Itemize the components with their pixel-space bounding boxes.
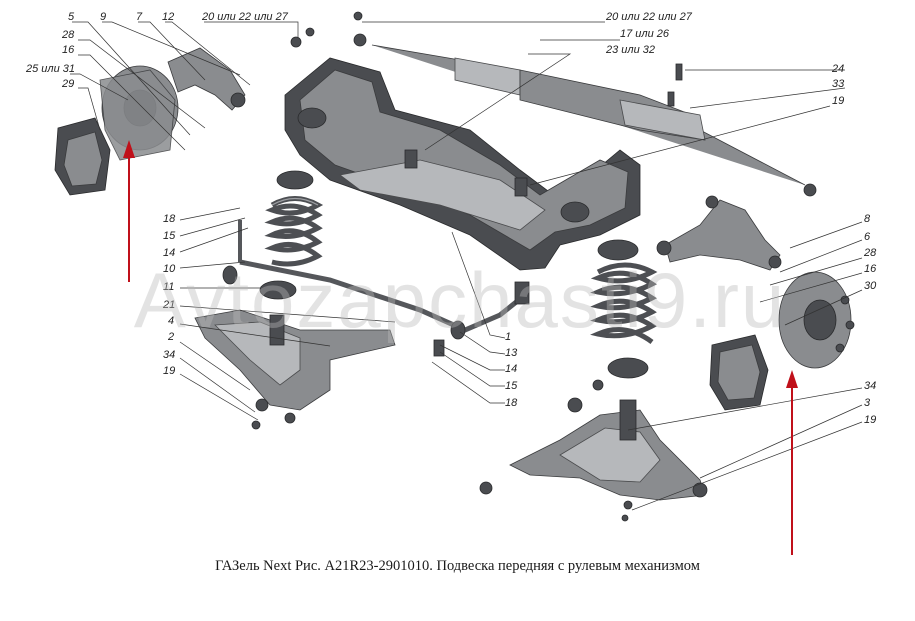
callout-1: 1	[505, 331, 511, 343]
callout-12: 12	[162, 11, 174, 23]
stabilizer-bar	[222, 220, 530, 357]
callout-18-mid: 18	[505, 397, 518, 409]
callout-19-left: 19	[163, 365, 175, 377]
lower-arm-right	[479, 397, 708, 522]
figure-caption: ГАЗель Next Рис. А21R23-2901010. Подвеск…	[215, 558, 700, 574]
callout-18-left: 18	[163, 213, 176, 225]
callout-20-top-right: 20 или 22 или 27	[605, 11, 693, 23]
callout-33: 33	[832, 78, 845, 90]
callout-20-top-left: 20 или 22 или 27	[201, 11, 289, 23]
callout-19-right: 19	[864, 414, 876, 426]
callout-28-right: 28	[863, 247, 877, 259]
callout-21: 21	[162, 299, 175, 311]
right-wheel-assembly	[709, 271, 855, 411]
callout-9: 9	[100, 11, 106, 23]
red-arrow-left	[123, 140, 135, 282]
left-wheel-assembly	[54, 65, 179, 196]
red-arrow-right	[786, 370, 798, 555]
callout-34-right: 34	[864, 380, 876, 392]
callout-13: 13	[505, 347, 518, 359]
callout-10: 10	[163, 263, 176, 275]
callout-16-right: 16	[864, 263, 877, 275]
callout-3: 3	[864, 397, 871, 409]
callout-labels: 5 9 7 12 20 или 22 или 27 28 16 25 или 3…	[25, 11, 877, 426]
callout-8: 8	[864, 213, 871, 225]
callout-30: 30	[864, 280, 877, 292]
callout-6: 6	[864, 231, 871, 243]
callout-15-left: 15	[163, 230, 176, 242]
callout-15-mid: 15	[505, 380, 518, 392]
right-spring	[590, 239, 658, 391]
callout-24: 24	[831, 63, 844, 75]
callout-11: 11	[163, 281, 174, 293]
lower-arm-left	[194, 309, 396, 430]
subframe-crossmember	[284, 57, 641, 271]
callout-7: 7	[136, 11, 143, 23]
left-spring	[259, 170, 324, 300]
leader-lines	[70, 21, 863, 511]
callout-29: 29	[61, 78, 74, 90]
callout-23: 23 или 32	[605, 44, 655, 56]
callout-4: 4	[168, 315, 174, 327]
callout-14-left: 14	[163, 247, 175, 259]
callout-19-top: 19	[832, 95, 844, 107]
upper-arm-right	[656, 195, 782, 271]
upper-arm-left	[167, 27, 315, 111]
callout-5: 5	[68, 11, 75, 23]
callout-14-mid: 14	[505, 363, 517, 375]
callout-34-left: 34	[163, 349, 175, 361]
callout-2: 2	[167, 331, 174, 343]
callout-28-left: 28	[61, 29, 75, 41]
steering-rack	[353, 11, 817, 197]
callout-25: 25 или 31	[25, 63, 75, 75]
callout-17: 17 или 26	[620, 28, 670, 40]
callout-16-left: 16	[62, 44, 75, 56]
